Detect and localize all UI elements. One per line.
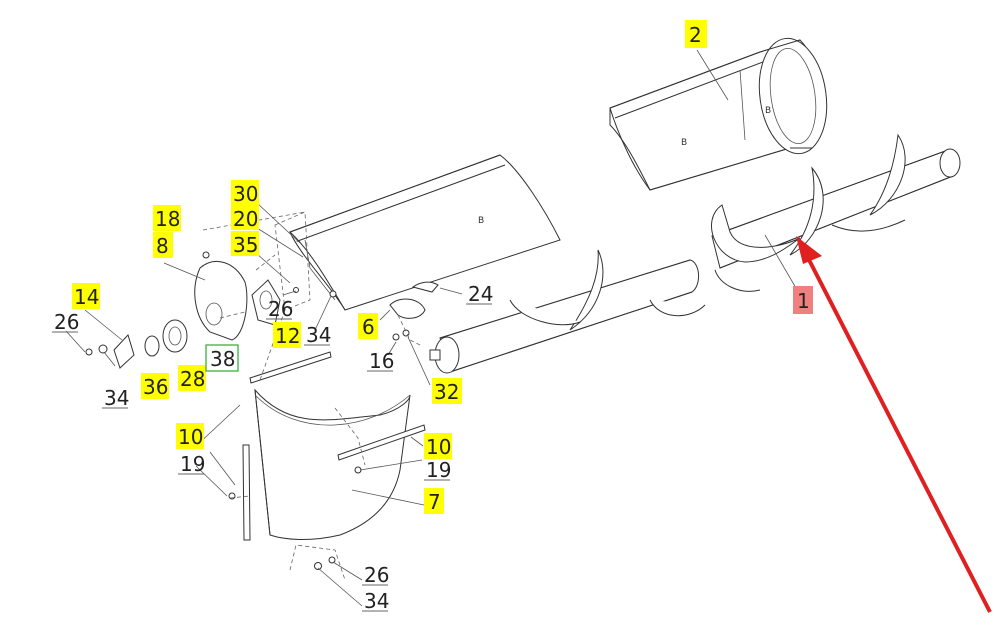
part-28-bearing[interactable] (162, 319, 188, 353)
label-14[interactable]: 14 (72, 283, 100, 309)
label-16: 16 (367, 349, 394, 373)
label-36[interactable]: 36 (141, 373, 169, 399)
svg-text:19: 19 (180, 452, 205, 476)
part-10-bar-right[interactable] (337, 424, 426, 461)
part-26-bolt-bottom[interactable] (328, 556, 336, 564)
svg-text:34: 34 (306, 323, 331, 347)
part-10-bar-vertical[interactable] (242, 444, 251, 541)
label-10-left[interactable]: 10 (176, 423, 204, 449)
svg-text:30: 30 (233, 182, 258, 206)
label-34-bottom: 34 (362, 589, 389, 613)
part-34-nut-bottom[interactable] (314, 562, 322, 570)
svg-text:6: 6 (362, 315, 375, 339)
label-19-right: 19 (424, 458, 451, 482)
part-16-bolt[interactable] (392, 333, 400, 341)
label-38[interactable]: 38 (205, 344, 239, 372)
svg-text:28: 28 (180, 367, 205, 391)
part-8-plate[interactable] (194, 260, 248, 341)
svg-text:14: 14 (74, 285, 99, 309)
svg-text:16: 16 (369, 349, 394, 373)
svg-text:34: 34 (364, 589, 389, 613)
part-12-flange[interactable] (251, 279, 281, 326)
svg-text:34: 34 (104, 386, 129, 410)
part-7-funnel[interactable] (254, 388, 411, 541)
svg-text:10: 10 (426, 435, 451, 459)
label-19-left: 19 (178, 452, 205, 476)
label-26-left: 26 (52, 310, 79, 334)
svg-text:32: 32 (434, 380, 459, 404)
part-34-nut-center[interactable] (329, 290, 337, 298)
svg-text:12: 12 (275, 324, 300, 348)
svg-text:26: 26 (268, 297, 293, 321)
part-2-tube[interactable] (609, 34, 834, 191)
label-20[interactable]: 20 (231, 206, 259, 231)
label-35[interactable]: 35 (231, 231, 259, 257)
label-30[interactable]: 30 (231, 180, 259, 206)
label-34-left: 34 (102, 386, 129, 410)
part-10-bar-top[interactable] (249, 351, 332, 384)
auger-b-mark: B (765, 106, 771, 116)
label-32[interactable]: 32 (432, 378, 462, 404)
label-2[interactable]: 2 (685, 20, 707, 48)
part-1-auger-left[interactable] (429, 249, 706, 374)
label-26-center: 26 (266, 297, 293, 321)
part-24-bracket[interactable] (411, 281, 439, 293)
red-arrow-pointer (796, 236, 992, 613)
label-6[interactable]: 6 (358, 313, 378, 339)
part-2-b-mark: B (681, 138, 687, 148)
svg-text:38: 38 (210, 347, 235, 371)
label-26-bottom: 26 (362, 563, 389, 587)
label-10-right[interactable]: 10 (424, 433, 452, 459)
part-26-bolt-left[interactable] (85, 348, 93, 356)
svg-text:8: 8 (156, 234, 169, 258)
part-6-plate[interactable] (389, 298, 426, 319)
auger-housing[interactable] (289, 154, 561, 311)
label-7[interactable]: 7 (424, 488, 444, 514)
label-1[interactable]: 1 (793, 286, 813, 314)
part-1-auger-right[interactable] (711, 133, 961, 292)
svg-text:10: 10 (178, 425, 203, 449)
part-14-cap[interactable] (113, 334, 135, 369)
label-12[interactable]: 12 (273, 322, 301, 348)
svg-text:18: 18 (155, 207, 180, 231)
label-8[interactable]: 8 (153, 232, 173, 258)
svg-text:26: 26 (364, 563, 389, 587)
label-34-center: 34 (304, 323, 331, 347)
svg-text:24: 24 (468, 282, 493, 306)
label-18[interactable]: 18 (153, 205, 181, 231)
svg-text:19: 19 (426, 458, 451, 482)
part-18-screw[interactable] (202, 251, 210, 259)
svg-text:2: 2 (689, 23, 702, 47)
housing-b-mark: B (478, 216, 484, 226)
part-36-ring[interactable] (144, 335, 160, 357)
part-34-nut-left[interactable] (98, 344, 108, 354)
svg-text:1: 1 (797, 289, 810, 313)
svg-text:36: 36 (143, 375, 168, 399)
label-28[interactable]: 28 (178, 365, 206, 391)
svg-text:26: 26 (54, 310, 79, 334)
svg-text:35: 35 (233, 233, 258, 257)
svg-text:7: 7 (428, 490, 441, 514)
svg-text:20: 20 (233, 207, 258, 231)
label-24: 24 (466, 282, 493, 306)
